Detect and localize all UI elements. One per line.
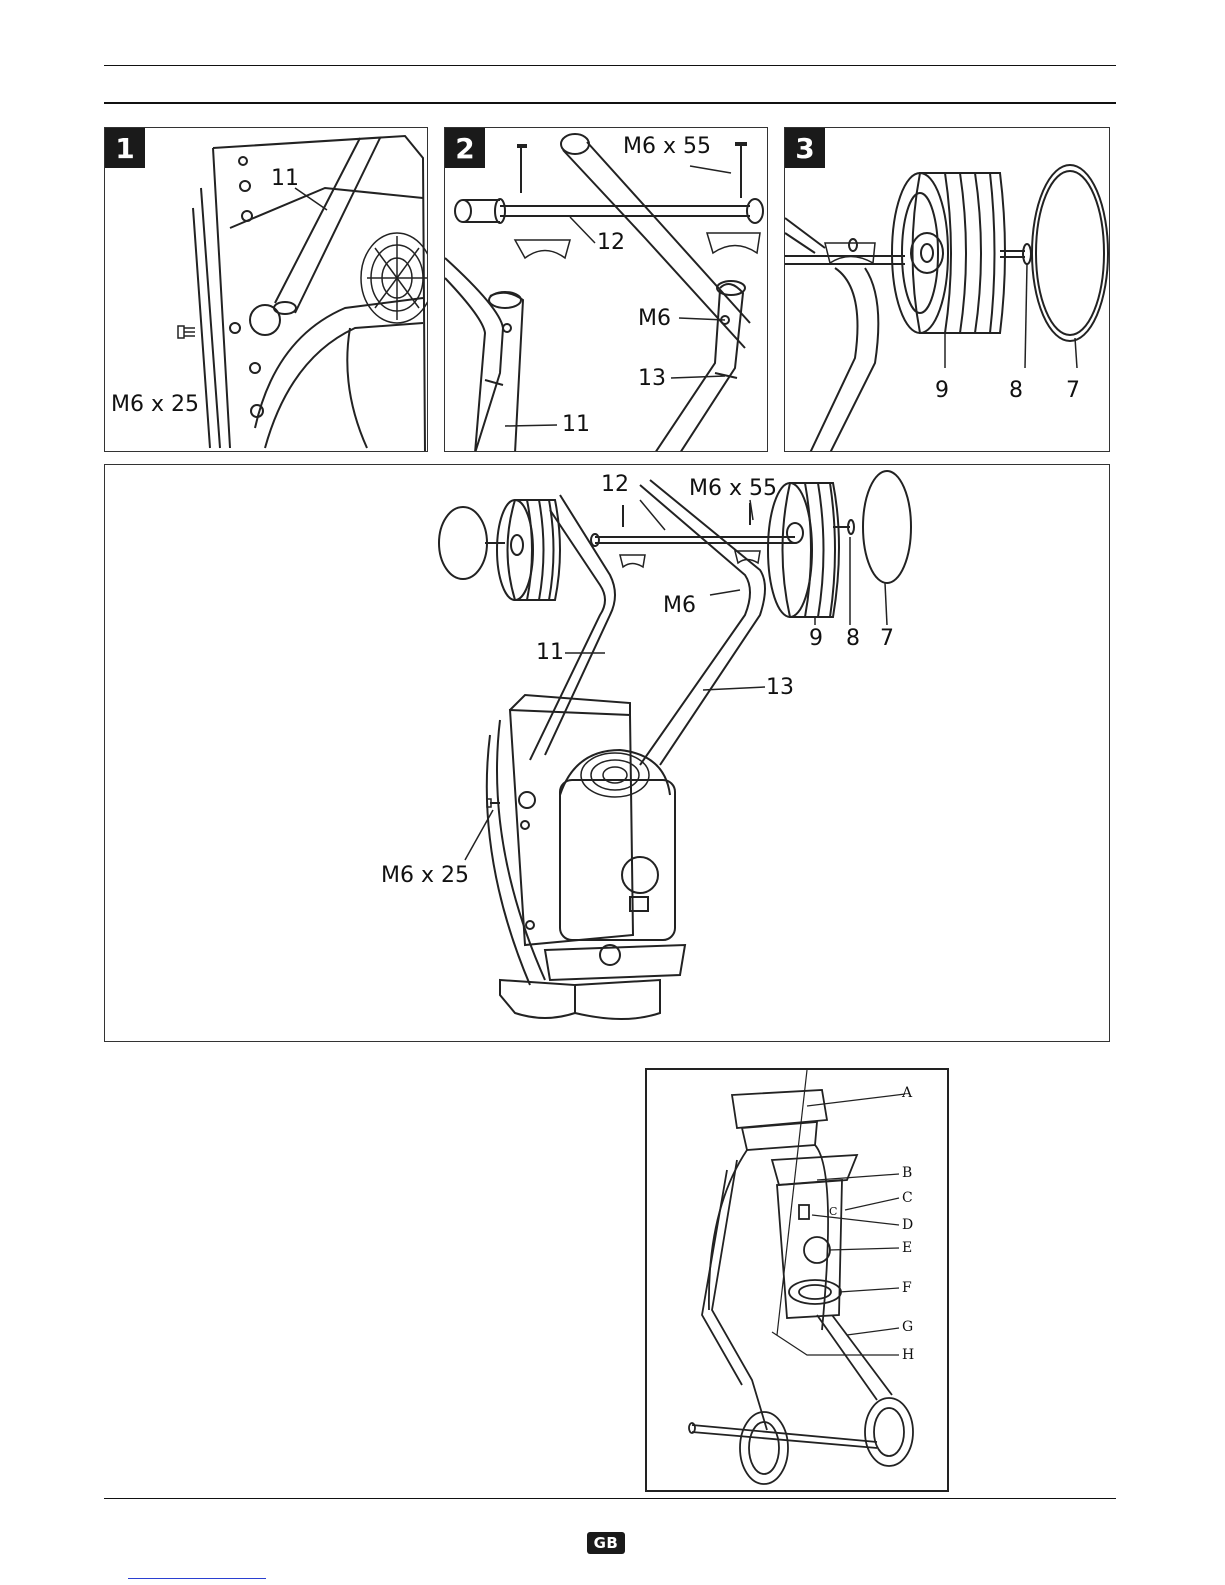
label-bolt-long: M6 x 55	[689, 478, 777, 500]
label-handle: 11	[271, 168, 299, 190]
part-label-a: A	[902, 1086, 912, 1100]
step-2-panel: 2 M6 x 55 12 M6 13 11	[444, 127, 768, 452]
label-washer: 8	[846, 628, 860, 650]
label-wheel: 9	[935, 380, 949, 402]
step-3-panel: 3 9 8 7	[784, 127, 1110, 452]
label-cap: 7	[880, 628, 894, 650]
left-wheel	[497, 500, 560, 600]
label-nut: M6	[638, 308, 671, 330]
label-cap: 7	[1066, 380, 1080, 402]
bolt-m6x25	[178, 326, 195, 338]
part-label-e: E	[902, 1241, 912, 1255]
wheel-cap	[1032, 165, 1108, 341]
part-label-d: D	[902, 1218, 913, 1232]
part-label-c: C	[902, 1191, 913, 1205]
right-wheel	[768, 483, 839, 617]
footer-link-underline[interactable]	[128, 1578, 266, 1579]
axle-tube	[455, 199, 763, 223]
label-left-handle: 11	[562, 414, 590, 436]
part-label-b: B	[902, 1166, 912, 1180]
part-label-c-secondary: C	[829, 1206, 837, 1217]
step-number-badge: 1	[105, 128, 145, 168]
label-right-handle: 13	[638, 368, 666, 390]
parts-diagram-panel: A B C C D E F G H	[645, 1068, 949, 1492]
label-washer: 8	[1009, 380, 1023, 402]
label-bolt: M6 x 25	[111, 394, 199, 416]
label-axle: 12	[597, 232, 625, 254]
step-number-badge: 3	[785, 128, 825, 168]
step-3-illustration	[785, 128, 1110, 452]
label-bolt-short: M6 x 25	[381, 865, 469, 887]
step-1-panel: 1 11 M6 x 25	[104, 127, 428, 452]
parts-wheel-right	[865, 1398, 913, 1466]
overview-panel: 12 M6 x 55 M6 9 8 7 11 13 M6 x 25	[104, 464, 1110, 1042]
overview-illustration	[105, 465, 1110, 1042]
fan-grille	[581, 753, 649, 797]
label-right-handle: 13	[766, 677, 794, 699]
parts-wheel-left	[740, 1412, 788, 1484]
step-2-illustration	[445, 128, 768, 452]
part-label-h: H	[902, 1348, 914, 1362]
step-number-badge: 2	[445, 128, 485, 168]
part-label-f: F	[902, 1281, 912, 1295]
label-nut: M6	[663, 595, 696, 617]
label-left-handle: 11	[536, 642, 564, 664]
header-rule-thin	[104, 65, 1116, 66]
label-bolt: M6 x 55	[623, 136, 711, 158]
footer-rule	[104, 1498, 1116, 1499]
part-label-g: G	[902, 1320, 913, 1334]
wheel	[892, 173, 1005, 333]
language-badge: GB	[587, 1532, 625, 1554]
header-rule-thick	[104, 102, 1116, 104]
label-wheel: 9	[809, 628, 823, 650]
label-axle: 12	[601, 474, 629, 496]
fan-grille	[361, 233, 428, 323]
